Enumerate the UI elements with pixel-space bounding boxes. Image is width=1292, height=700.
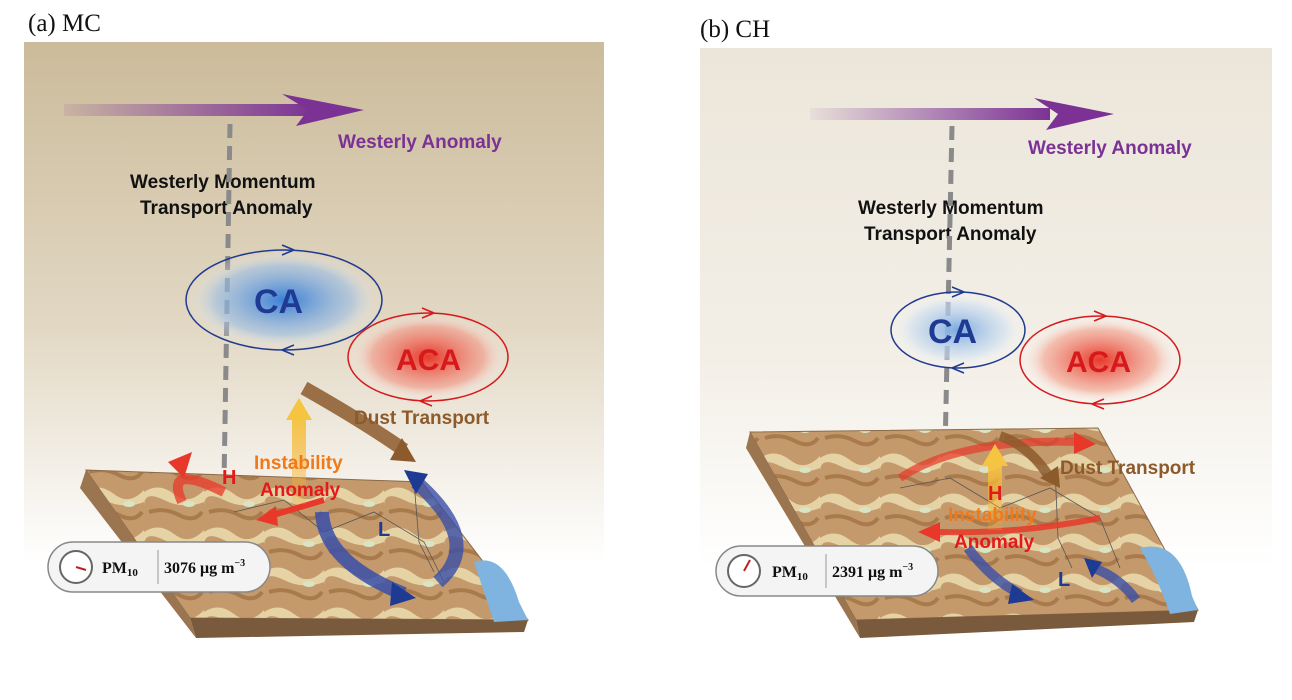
cyclone-arrowhead-top bbox=[951, 286, 965, 298]
red-lower-arrow bbox=[939, 515, 1101, 536]
momentum-label-line1: Westerly Momentum bbox=[858, 198, 1043, 219]
instability-label-line1: Instability bbox=[254, 453, 343, 474]
panel-a-label: (a) MC bbox=[28, 10, 101, 37]
dust-arrowhead bbox=[1040, 466, 1060, 488]
red-arrowhead-left bbox=[168, 452, 192, 478]
anticyclone-arrowhead-bottom bbox=[1091, 398, 1105, 410]
westerly-anomaly-arrow bbox=[810, 98, 1114, 130]
instability-label-line2: Anomaly bbox=[954, 532, 1035, 553]
red-lower-arrowhead bbox=[256, 506, 278, 526]
pm10-badge bbox=[715, 545, 939, 597]
westerly-anomaly-label: Westerly Anomaly bbox=[1028, 138, 1192, 159]
cyclone-label: CA bbox=[254, 283, 303, 321]
red-lower-arrow bbox=[269, 497, 325, 519]
blue-right-arrow bbox=[1092, 563, 1141, 604]
cyclone-label: CA bbox=[928, 313, 977, 351]
anticyclone-label: ACA bbox=[1066, 346, 1131, 379]
instability-upward-arrow bbox=[292, 414, 306, 504]
anticyclone-label: ACA bbox=[396, 344, 461, 377]
momentum-label-line2: Transport Anomaly bbox=[140, 198, 313, 219]
westerly-anomaly-arrow bbox=[64, 94, 364, 126]
pm10-value: 2391 μg m−3 bbox=[832, 562, 913, 581]
instability-arrowhead bbox=[982, 444, 1008, 466]
low-pressure-label: L bbox=[378, 519, 390, 541]
dust-transport-label: Dust Transport bbox=[354, 408, 490, 429]
blue-arrowhead-bottom bbox=[390, 582, 416, 606]
dust-transport-arrow bbox=[998, 431, 1055, 481]
blue-arrowhead-top bbox=[404, 470, 428, 494]
panel-mc: Westerly Anomaly Westerly Momentum Trans… bbox=[24, 42, 604, 700]
sea-area bbox=[474, 560, 528, 622]
momentum-label-line1: Westerly Momentum bbox=[130, 172, 315, 193]
cyclone-arrowhead-top bbox=[281, 244, 295, 256]
pm10-value: 3076 μg m−3 bbox=[164, 558, 245, 577]
instability-upward-arrow bbox=[988, 460, 1002, 530]
blue-right-arrow bbox=[411, 476, 464, 588]
westerly-anomaly-label: Westerly Anomaly bbox=[338, 132, 502, 153]
anticyclone-arrowhead-top bbox=[1093, 310, 1107, 322]
pm10-badge bbox=[47, 541, 271, 593]
panel-ch-diagram: Westerly Anomaly Westerly Momentum Trans… bbox=[700, 48, 1272, 638]
low-pressure-label: L bbox=[1058, 569, 1070, 591]
instability-label-line2: Anomaly bbox=[260, 480, 341, 501]
high-pressure-label: H bbox=[988, 483, 1002, 505]
red-arrowhead-right bbox=[1074, 432, 1096, 454]
blue-arrowhead-top bbox=[1084, 558, 1102, 578]
red-circulation-arrow bbox=[172, 474, 227, 505]
pm10-label: PM10 bbox=[772, 564, 808, 583]
anticyclone-anomaly bbox=[1019, 310, 1181, 410]
blue-arrowhead-bottom bbox=[1008, 584, 1034, 604]
blue-circulation-arrow bbox=[315, 511, 407, 601]
dust-transport-arrow bbox=[300, 381, 409, 456]
anticyclone-arrowhead-bottom bbox=[419, 395, 433, 407]
instability-arrowhead bbox=[286, 398, 312, 420]
panel-mc-diagram: Westerly Anomaly Westerly Momentum Trans… bbox=[24, 42, 604, 638]
anticyclone-anomaly bbox=[347, 307, 509, 407]
red-lower-arrowhead bbox=[918, 522, 940, 542]
cyclone-arrowhead-bottom bbox=[281, 344, 295, 356]
panel-b-label: (b) CH bbox=[700, 16, 771, 43]
momentum-label-line2: Transport Anomaly bbox=[864, 224, 1037, 245]
cyclone-arrowhead-bottom bbox=[951, 362, 965, 374]
cyclone-anomaly bbox=[185, 244, 383, 356]
pm10-label: PM10 bbox=[102, 560, 138, 579]
panel-ch: Westerly Anomaly Westerly Momentum Trans… bbox=[700, 48, 1280, 700]
cyclone-anomaly bbox=[890, 286, 1026, 374]
instability-label-line1: Instability bbox=[948, 505, 1037, 526]
dust-transport-label: Dust Transport bbox=[1060, 458, 1196, 479]
anticyclone-arrowhead-top bbox=[421, 307, 435, 319]
red-circulation-arrow bbox=[897, 437, 1081, 482]
sea-area bbox=[1140, 546, 1198, 614]
dust-arrowhead bbox=[390, 438, 416, 462]
high-pressure-label: H bbox=[222, 467, 236, 489]
